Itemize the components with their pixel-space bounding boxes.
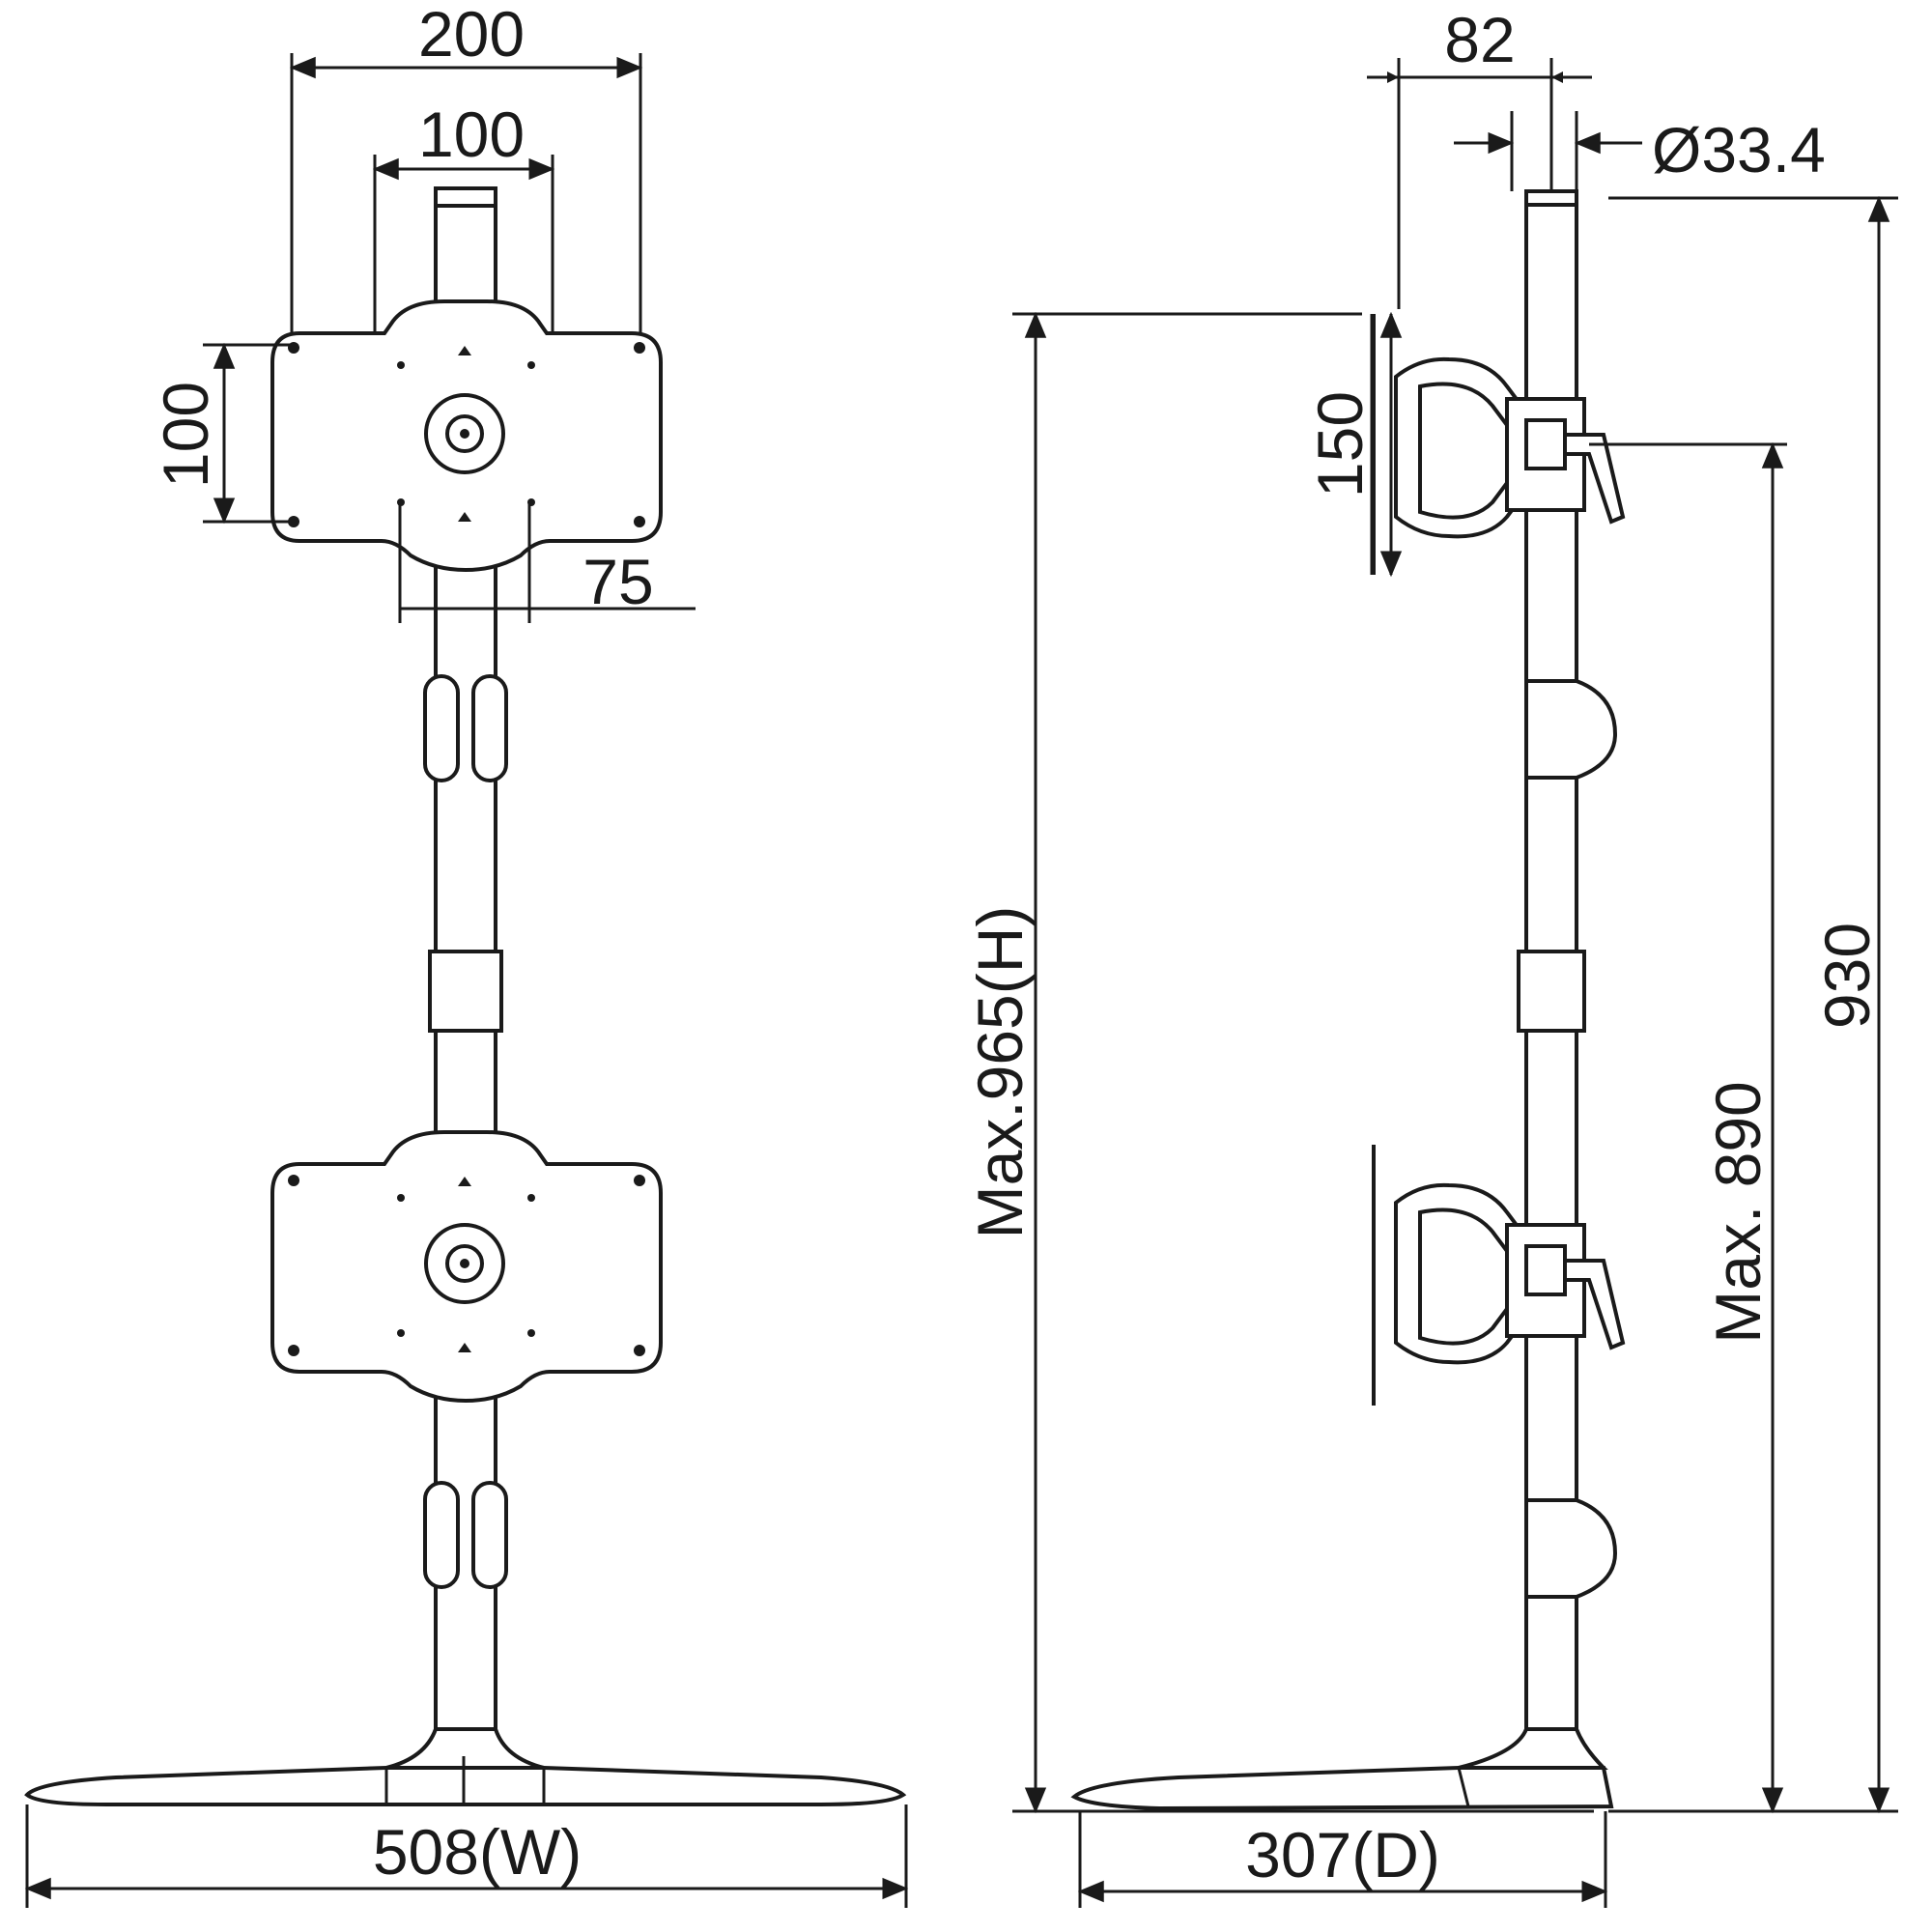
front-lower-vesa-plate [270,1130,663,1404]
dim-side-plate-height: 150 [1304,311,1403,578]
dim-pole-height-label: 930 [1811,923,1883,1029]
dim-base-width: 508(W) [24,1804,909,1908]
dim-pole-height: 930 [1608,195,1898,1814]
dim-inner-width: 100 [372,99,555,333]
front-collar [428,950,503,1033]
dim-plate-height-label: 100 [150,382,221,488]
dim-outer-width-label: 200 [418,0,525,70]
dim-max-mount-height: Max. 890 [1589,441,1787,1814]
dim-max-height-label: Max.965(H) [964,906,1036,1239]
front-knob-upper-left [423,674,460,782]
front-view: 200 100 100 75 508(W) [24,0,909,1908]
dim-depth-offset: 82 [1367,4,1592,309]
dim-inner-width-label: 100 [418,99,525,170]
side-upper-mount [1372,314,1626,575]
dim-side-plate-height-label: 150 [1304,391,1376,497]
side-pole-cap [1524,189,1578,207]
side-lower-mount [1372,1145,1626,1406]
dim-base-width-label: 508(W) [373,1816,582,1888]
front-knob-lower-right [471,1481,508,1589]
front-knob-lower-left [423,1481,460,1589]
front-upper-vesa-plate [270,299,663,573]
dim-max-mount-height-label: Max. 890 [1702,1081,1774,1343]
dim-max-height: Max.965(H) [964,311,1594,1814]
dim-plate-lower-label: 75 [582,546,653,617]
side-knob-upper [1524,679,1618,780]
dim-plate-lower: 75 [398,502,696,623]
side-collar [1517,950,1586,1033]
side-knob-lower [1524,1498,1618,1599]
dim-base-depth-label: 307(D) [1245,1819,1440,1890]
dim-pole-diameter: Ø33.4 [1454,111,1826,191]
dim-depth-offset-label: 82 [1444,4,1515,75]
front-base [24,1727,907,1806]
side-base [1070,1727,1614,1811]
dim-plate-height: 100 [150,342,290,525]
dim-base-depth: 307(D) [1077,1811,1608,1908]
dim-outer-width: 200 [289,0,643,333]
front-knob-upper-right [471,674,508,782]
dim-pole-diameter-label: Ø33.4 [1652,114,1826,185]
front-pole-cap [434,186,497,208]
side-view: 82 Ø33.4 150 Max.965(H) Max. 890 [964,4,1898,1908]
